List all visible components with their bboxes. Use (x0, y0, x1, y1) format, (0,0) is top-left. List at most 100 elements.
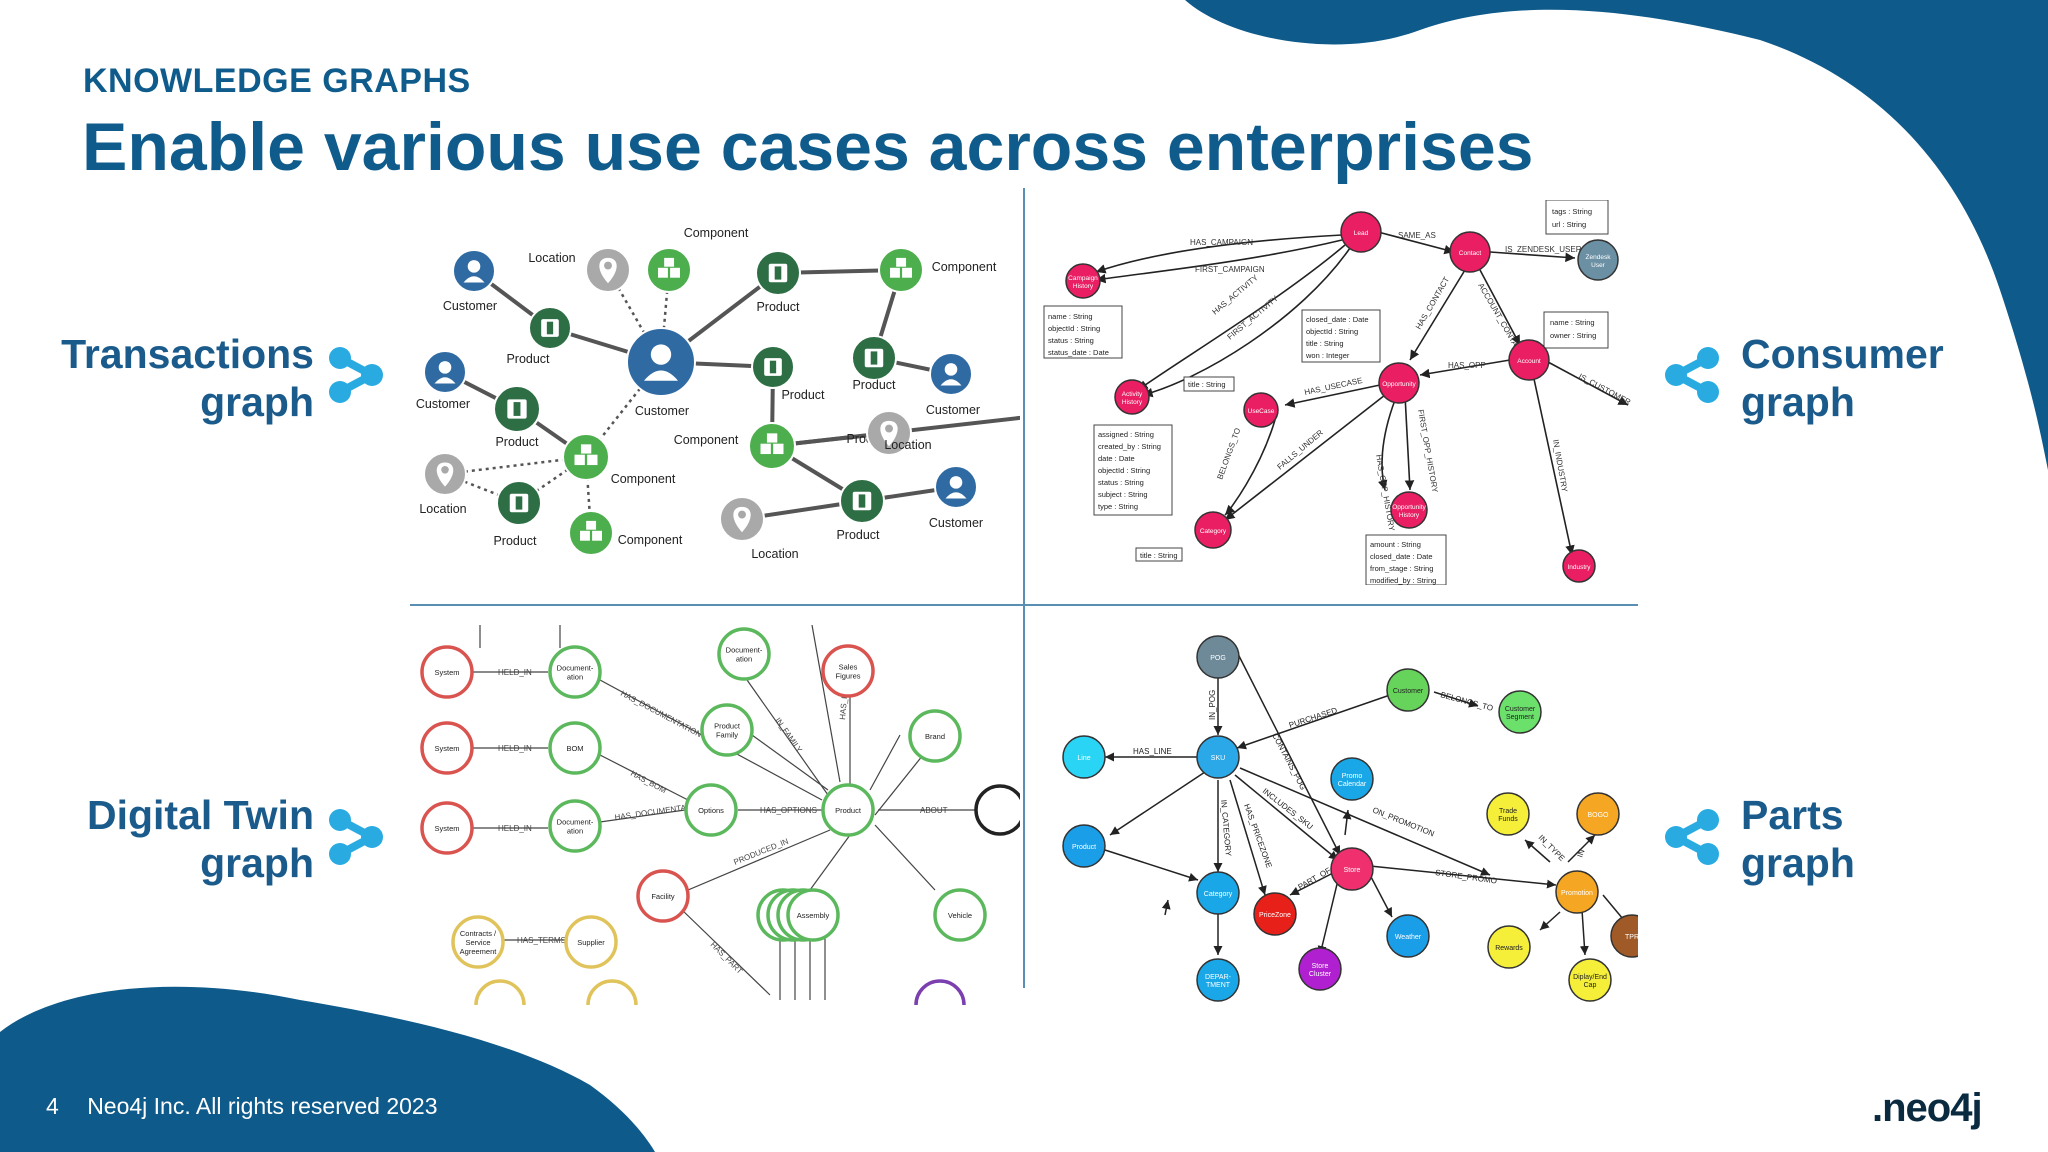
prop: from_stage : String (1370, 564, 1433, 573)
svg-text:Diplay/End: Diplay/End (1573, 974, 1607, 981)
edge-label: BELONGS_TO (1439, 690, 1494, 713)
transactions-node-product: Product (493, 480, 542, 548)
svg-text:Vehicle: Vehicle (948, 911, 972, 920)
node-label: Location (528, 251, 575, 265)
edge-label: ON_PROMOTION (1371, 806, 1436, 839)
svg-text:Cluster: Cluster (1309, 971, 1332, 978)
twin-node: System (420, 645, 474, 699)
svg-text:Opportunity: Opportunity (1392, 504, 1426, 511)
transactions-node-component: Component (562, 433, 676, 486)
prop: objectId : String (1306, 327, 1358, 336)
consumer-node: Industry (1562, 549, 1596, 583)
consumer-node: Lead (1340, 211, 1382, 253)
twin-node-partial (974, 784, 1020, 836)
svg-text:Document-: Document- (557, 664, 594, 673)
twin-node-partial (914, 979, 966, 1005)
svg-text:History: History (1073, 283, 1094, 290)
vertical-divider (1023, 188, 1025, 988)
node-label: Customer (416, 397, 470, 411)
bottom-left-blob (0, 986, 655, 1152)
svg-text:SKU: SKU (1211, 755, 1225, 762)
transactions-graph-diagram: CustomerLocationComponentProductComponen… (410, 215, 1020, 580)
twin-node: System (420, 721, 474, 775)
svg-text:Segment: Segment (1506, 714, 1534, 721)
consumer-label-line1: Consumer (1741, 331, 1944, 377)
horizontal-divider (410, 604, 1638, 606)
svg-text:Activity: Activity (1122, 391, 1143, 398)
prop: tags : String (1552, 207, 1592, 216)
prop: title : String (1188, 380, 1226, 389)
consumer-node: Contact (1449, 231, 1491, 273)
transactions-node-component: Component (646, 226, 749, 293)
twin-nodes: SystemSystemSystemDocument-ationBOMDocum… (420, 627, 1020, 1005)
prop: won : Integer (1305, 351, 1350, 360)
edge-label: PRODUCED_IN (732, 837, 790, 867)
edge-label: HAS_PART (709, 940, 745, 976)
parts-graph-diagram: IN_POG PURCHASED BELONGS_TO HAS_LINE CON… (1040, 625, 1638, 1005)
share-graph-icon (1665, 347, 1719, 403)
node-label: Customer (926, 403, 980, 417)
transactions-node-location: Location (719, 496, 799, 561)
node-label: Component (674, 433, 739, 447)
parts-edges (1104, 649, 1629, 956)
prop: closed_date : Date (1370, 552, 1433, 561)
parts-node: PriceZone (1253, 892, 1297, 936)
prop: amount : String (1370, 540, 1421, 549)
parts-node: TPR (1610, 914, 1638, 958)
edge-label: STORE_PROMO (1435, 868, 1498, 886)
svg-text:PriceZone: PriceZone (1259, 912, 1291, 919)
svg-text:Rewards: Rewards (1495, 945, 1523, 952)
slide-title: Enable various use cases across enterpri… (82, 109, 1534, 185)
transactions-node-component: Component (568, 510, 683, 556)
node-label: Customer (443, 299, 497, 313)
transactions-node-customer: Customer (929, 465, 983, 530)
prop: created_by : String (1098, 442, 1161, 451)
svg-text:Weather: Weather (1395, 934, 1422, 941)
consumer-graph-label: Consumer graph (1741, 330, 2021, 426)
edge-label: IN_INDUSTRY (1551, 439, 1569, 494)
svg-text:Customer: Customer (1505, 706, 1536, 713)
twin-node: Document-ation (548, 645, 602, 699)
node-label: Component (611, 472, 676, 486)
prop: title : String (1140, 551, 1178, 560)
prop: status : String (1098, 478, 1144, 487)
svg-text:Trade: Trade (1499, 808, 1517, 815)
transactions-node-product: Product (851, 335, 897, 392)
edge-label: HAS_TERMS (517, 936, 566, 945)
consumer-node: Account (1508, 339, 1550, 381)
parts-graph-label: Parts graph (1741, 791, 2021, 887)
node-label: Component (618, 533, 683, 547)
edge-label: HAS_OPTIONS (760, 806, 817, 815)
twin-node: System (420, 801, 474, 855)
node-label: Component (932, 260, 997, 274)
edge-label: BELONGS_TO (1215, 427, 1242, 481)
node-label: Product (493, 534, 537, 548)
svg-text:Industry: Industry (1567, 564, 1591, 571)
consumer-label-line2: graph (1741, 379, 1855, 425)
section-kicker: KNOWLEDGE GRAPHS (83, 62, 471, 100)
node-label: Customer (929, 516, 983, 530)
svg-text:Category: Category (1200, 528, 1227, 535)
svg-text:Facility: Facility (651, 892, 675, 901)
svg-text:Category: Category (1204, 891, 1233, 898)
svg-text:BOGO: BOGO (1587, 812, 1609, 819)
node-label: Location (419, 502, 466, 516)
prop: modified_by : String (1370, 576, 1436, 585)
svg-text:UseCase: UseCase (1248, 408, 1275, 415)
svg-text:Brand: Brand (925, 732, 945, 741)
prop: objectId : String (1048, 324, 1100, 333)
svg-text:Supplier: Supplier (577, 938, 605, 947)
edge-label: ABOUT (920, 806, 948, 815)
prop: date : Date (1098, 454, 1135, 463)
svg-text:POG: POG (1210, 655, 1226, 662)
edge-label: SAME_AS (1398, 231, 1436, 240)
edge-label: HAS_OPP (1448, 361, 1486, 370)
parts-node: Product (1062, 824, 1106, 868)
svg-text:Promo: Promo (1342, 773, 1363, 780)
svg-text:Promotion: Promotion (1561, 890, 1593, 897)
